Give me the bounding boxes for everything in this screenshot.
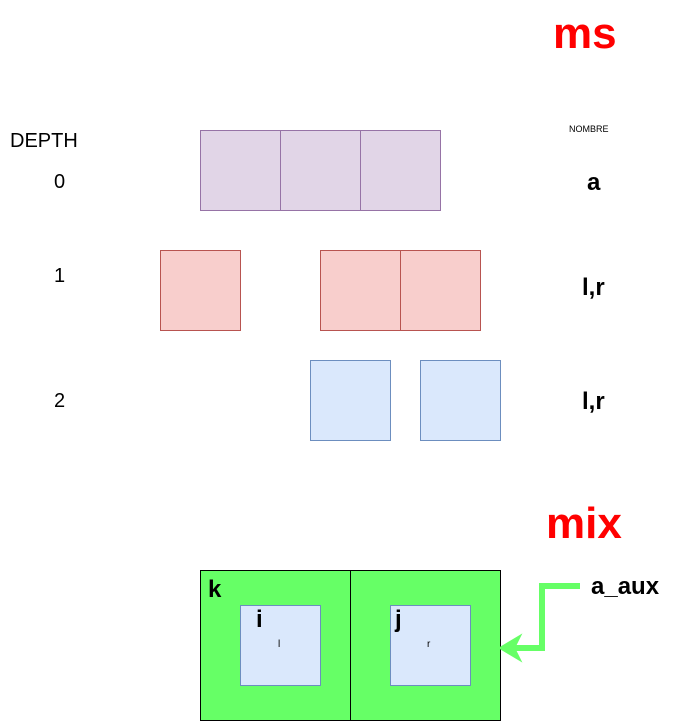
nombre-label-1: l,r bbox=[582, 274, 605, 301]
array-cell-depth2-right bbox=[420, 360, 501, 441]
mix-cell-j bbox=[390, 605, 471, 686]
mix-label-j: j bbox=[395, 606, 402, 633]
depth-header: DEPTH bbox=[10, 130, 78, 152]
mix-label-i: i bbox=[256, 606, 263, 633]
array-cell-depth1-right-1 bbox=[400, 250, 481, 331]
nombre-label-0: a bbox=[587, 169, 601, 196]
array-cell-depth0-0 bbox=[200, 130, 281, 211]
nombre-label-2: l,r bbox=[582, 388, 605, 415]
depth-label-1: 1 bbox=[54, 265, 66, 287]
mix-sub-r: r bbox=[427, 639, 431, 650]
ms-title: ms bbox=[553, 9, 617, 58]
aux-label: a_aux bbox=[591, 573, 660, 600]
array-cell-depth1-right-0 bbox=[320, 250, 401, 331]
mix-label-k: k bbox=[208, 576, 222, 603]
array-cell-depth1-left bbox=[160, 250, 241, 331]
array-cell-depth2-left bbox=[310, 360, 391, 441]
depth-label-2: 2 bbox=[54, 390, 66, 412]
mix-title: mix bbox=[546, 499, 622, 548]
nombre-header: NOMBRE bbox=[569, 124, 609, 134]
mix-cell-i bbox=[240, 605, 321, 686]
mix-sub-l: l bbox=[278, 639, 281, 650]
array-cell-depth0-1 bbox=[280, 130, 361, 211]
depth-label-0: 0 bbox=[54, 171, 66, 193]
array-cell-depth0-2 bbox=[360, 130, 441, 211]
